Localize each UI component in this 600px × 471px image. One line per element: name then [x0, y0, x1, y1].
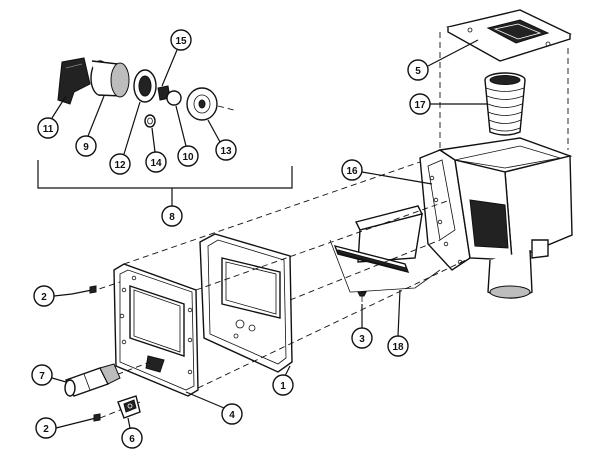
svg-text:7: 7	[39, 371, 45, 382]
svg-text:6: 6	[129, 434, 135, 445]
svg-text:11: 11	[43, 124, 54, 135]
leader-lines	[51, 39, 488, 429]
svg-text:12: 12	[114, 160, 126, 171]
svg-text:14: 14	[150, 158, 162, 169]
plug-fitting	[117, 395, 141, 419]
svg-text:3: 3	[359, 334, 365, 345]
callout-10: 10	[177, 145, 199, 167]
screw-bottom	[71, 413, 101, 425]
callout-12: 12	[109, 153, 131, 175]
callout-9: 9	[75, 135, 97, 157]
svg-text:13: 13	[220, 146, 232, 157]
svg-text:2: 2	[43, 424, 49, 435]
svg-text:10: 10	[182, 152, 194, 163]
screw-top	[71, 285, 97, 295]
callout-17: 17	[409, 93, 431, 115]
callout-1: 1	[272, 374, 294, 396]
weir-assembly	[333, 205, 424, 274]
svg-text:9: 9	[83, 142, 89, 153]
svg-text:17: 17	[414, 100, 426, 111]
assembly-bracket	[37, 160, 293, 189]
callout-11: 11	[37, 117, 59, 139]
skimmer-lid	[446, 9, 572, 62]
callout-4: 4	[221, 403, 243, 425]
skimmer-basket	[484, 72, 526, 136]
svg-text:1: 1	[280, 381, 286, 392]
callout-18: 18	[387, 335, 409, 357]
callout-2-bottom: 2	[35, 417, 57, 439]
callout-13: 13	[215, 139, 237, 161]
callout-14: 14	[145, 151, 167, 173]
svg-text:15: 15	[175, 36, 187, 47]
callout-8: 8	[161, 205, 183, 227]
svg-text:8: 8	[169, 212, 175, 223]
skimmer-body	[419, 137, 573, 299]
svg-text:2: 2	[41, 292, 47, 303]
callout-6: 6	[121, 427, 143, 449]
gasket-frame	[113, 263, 199, 397]
callout-7: 7	[31, 364, 53, 386]
equalizer-assembly	[57, 57, 235, 128]
svg-text:5: 5	[415, 66, 421, 77]
svg-text:18: 18	[392, 342, 404, 353]
svg-text:4: 4	[229, 410, 235, 421]
callout-15: 15	[170, 29, 192, 51]
callout-2-top: 2	[33, 285, 55, 307]
adapter-tube	[64, 363, 121, 397]
callout-16: 16	[341, 159, 363, 181]
callout-5: 5	[407, 59, 429, 81]
faceplate	[199, 233, 293, 373]
callout-3: 3	[351, 327, 373, 349]
svg-text:16: 16	[346, 166, 358, 177]
